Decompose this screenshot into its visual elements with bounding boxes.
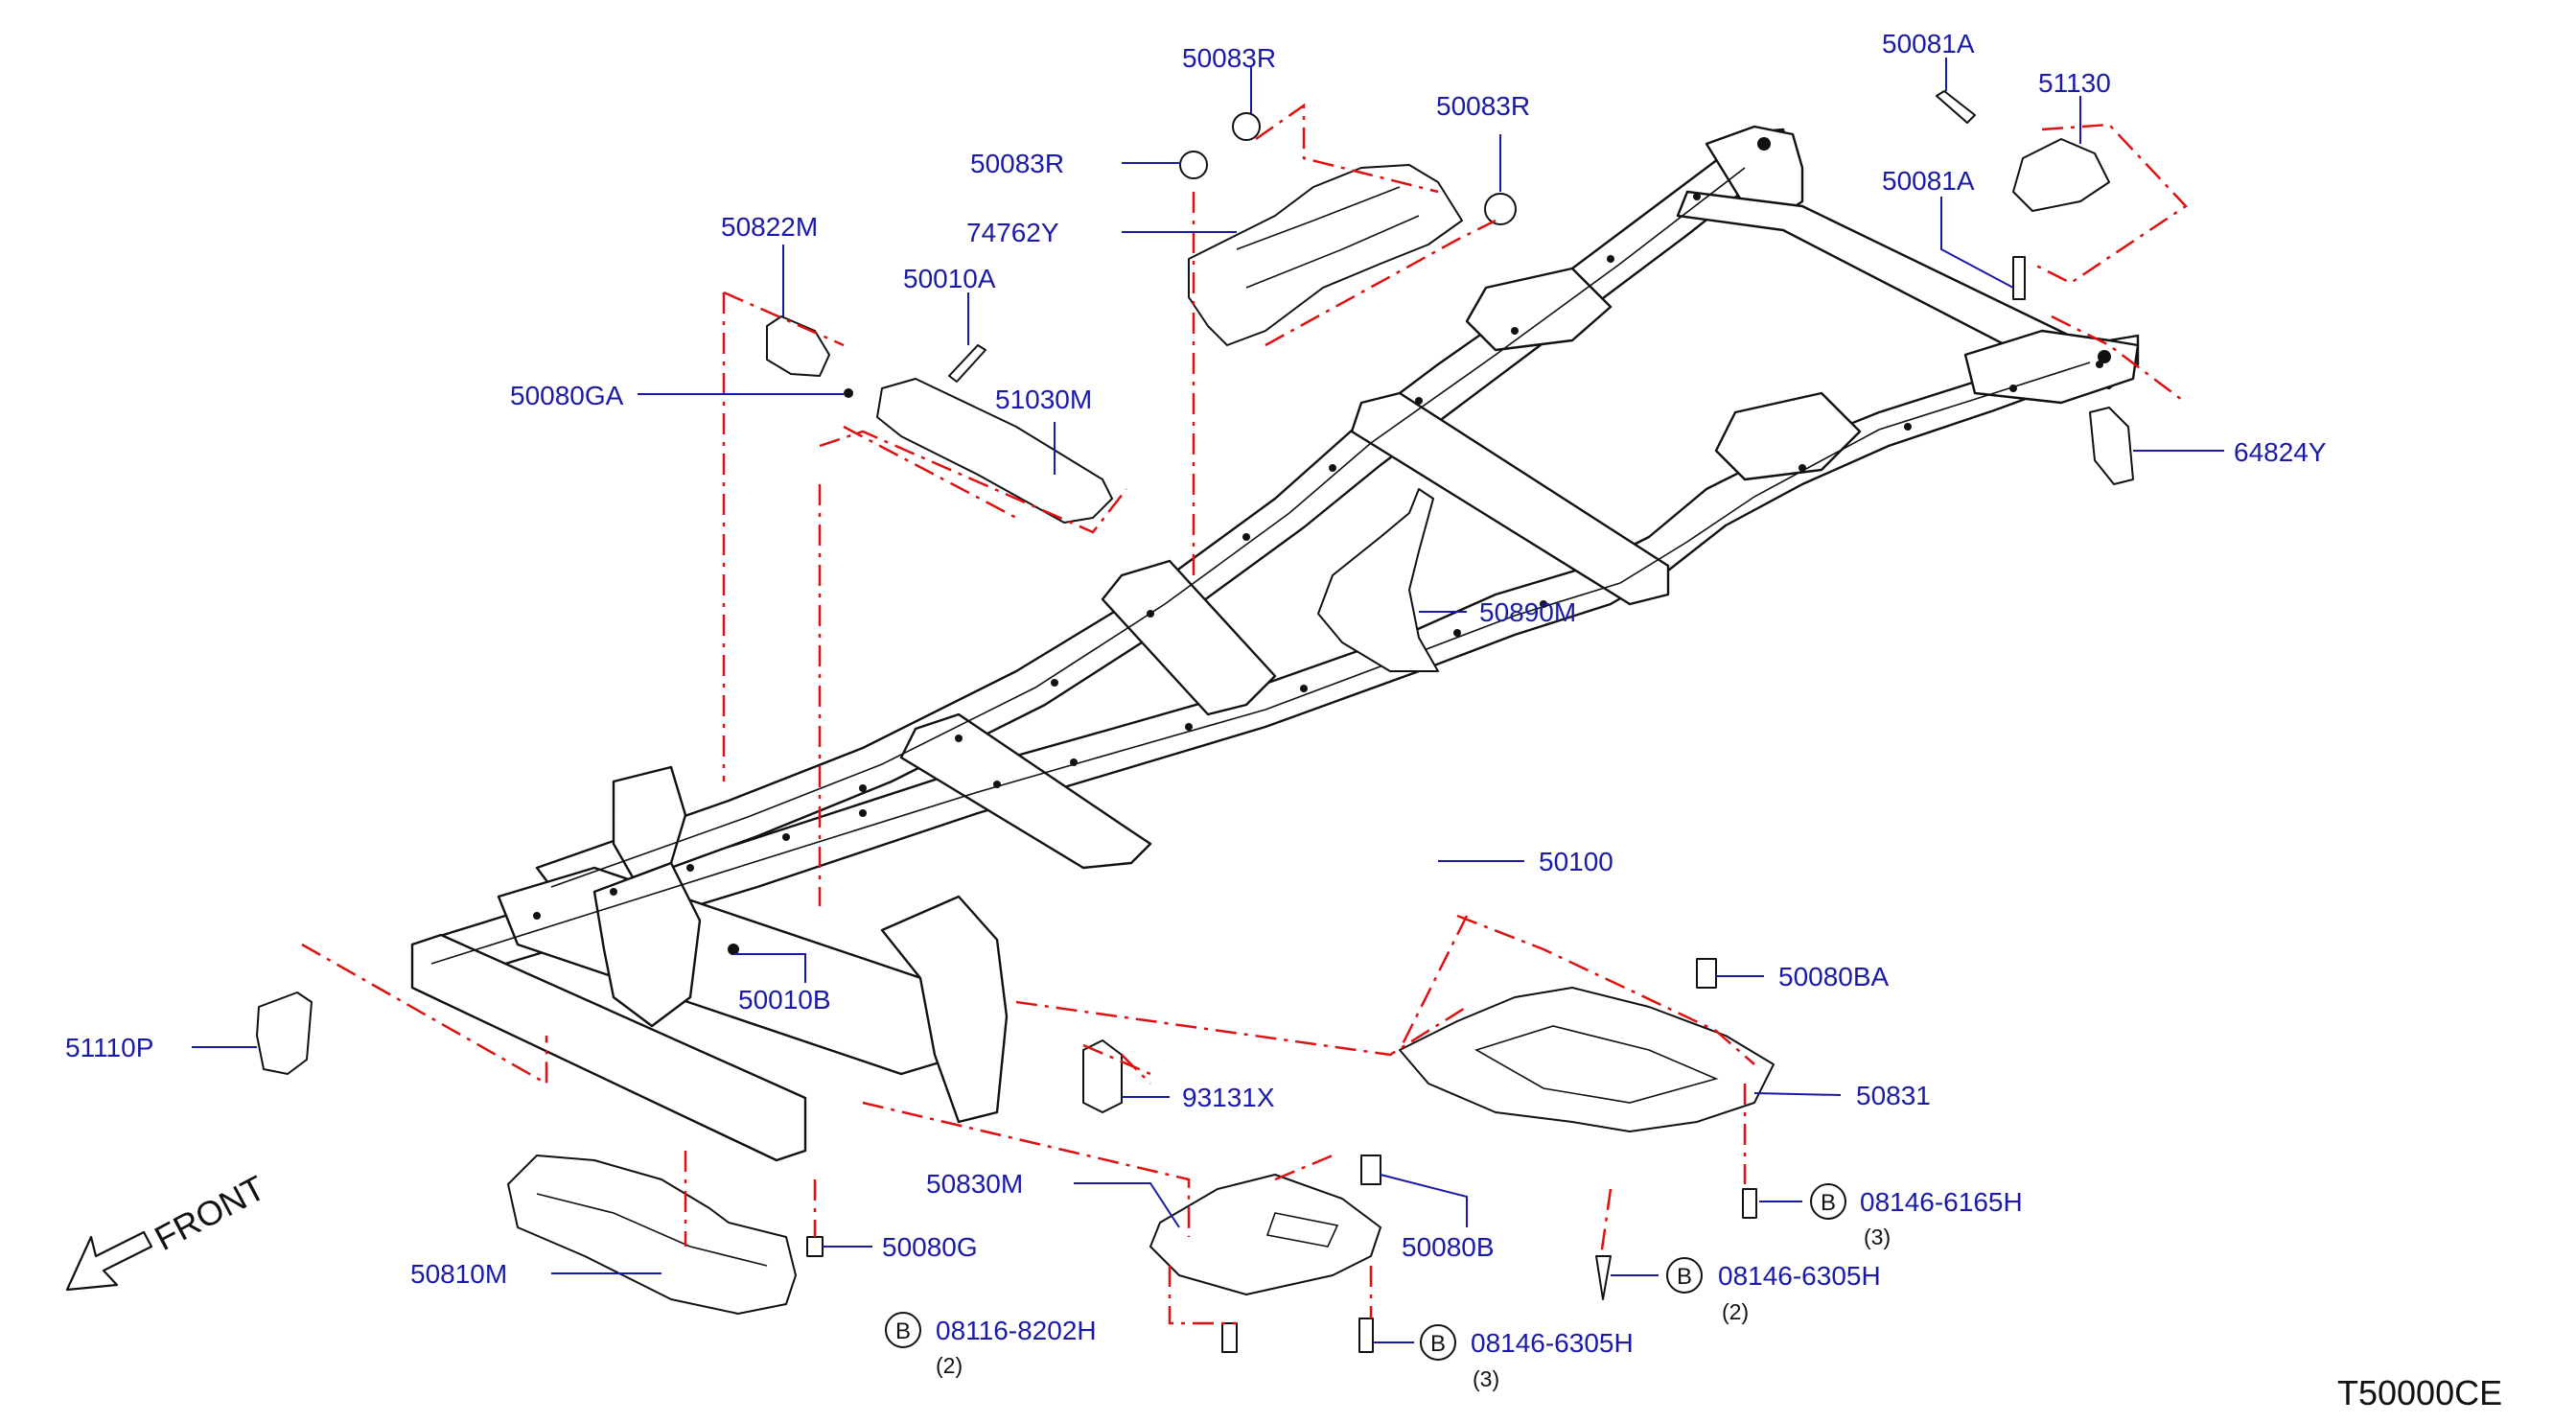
label-50830M: 50830M — [926, 1169, 1023, 1199]
b-marker-circle — [1810, 1183, 1846, 1220]
clip-50083R-left — [1179, 151, 1208, 179]
frame-front-left-mount — [612, 765, 687, 879]
bolt-50010A — [948, 344, 986, 383]
label-51110P: 51110P — [65, 1033, 153, 1062]
front-arrow-icon — [65, 1230, 153, 1292]
label-74762Y: 74762Y — [966, 218, 1059, 247]
bolt-50081A-top — [1936, 90, 1976, 124]
label-08146-6165H: 08146-6165H — [1860, 1187, 2023, 1217]
b-marker: B — [1821, 1190, 1836, 1216]
frame-front-right-tower — [880, 895, 1009, 1124]
diagram-code: T50000CE — [2337, 1373, 2502, 1412]
nut-50080GA — [844, 388, 853, 398]
bolt-08116-8202H — [1221, 1322, 1238, 1353]
label-08116-8202H: 08116-8202H — [936, 1316, 1097, 1345]
bolt-50080BA — [1696, 958, 1717, 989]
bolt-callout-2: B 08146-6305H (2) — [1666, 1257, 1881, 1324]
frame-front-beam — [410, 933, 807, 1162]
chassis-frame-50100 — [410, 125, 2140, 1162]
bolt-50081A-bottom — [2012, 256, 2026, 300]
label-50010A: 50010A — [903, 264, 996, 293]
clip-50083R-center — [1232, 112, 1261, 141]
label-50810M: 50810M — [410, 1259, 507, 1289]
bracket-64824Y — [2089, 407, 2134, 485]
qty-08146-6305H-a: (2) — [1722, 1299, 1749, 1324]
bolt-callout-3: B 08146-6305H (3) — [1420, 1324, 1634, 1391]
label-50081A-top: 50081A — [1882, 29, 1975, 58]
front-direction-indicator: FRONT — [65, 1168, 272, 1292]
b-marker: B — [1677, 1264, 1692, 1290]
skid-plate-50810M — [507, 1155, 797, 1315]
label-51130: 51130 — [2038, 68, 2111, 98]
label-50083R-top: 50083R — [1182, 43, 1276, 73]
assembly-guide-lines — [301, 103, 2188, 1325]
skid-plate-50831 — [1399, 987, 1775, 1132]
b-marker: B — [1430, 1331, 1446, 1357]
bolt-50080G — [806, 1236, 824, 1257]
bolt-50080B — [1360, 1155, 1381, 1185]
label-08146-6305H-b: 08146-6305H — [1471, 1328, 1634, 1358]
bracket-51130 — [2012, 138, 2110, 212]
bolt-callout-4: B 08116-8202H (2) — [885, 1312, 1097, 1378]
label-93131X: 93131X — [1182, 1083, 1275, 1112]
front-label: FRONT — [149, 1168, 272, 1258]
label-50822M: 50822M — [721, 212, 818, 242]
label-50080G: 50080G — [882, 1232, 978, 1262]
frame-right-rail — [535, 128, 1793, 908]
label-50080GA: 50080GA — [510, 381, 624, 410]
b-marker-circle — [885, 1312, 921, 1348]
label-50010B: 50010B — [738, 985, 831, 1015]
bracket-51030M — [876, 378, 1113, 524]
label-50890M: 50890M — [1479, 597, 1576, 627]
label-50083R-right: 50083R — [1436, 91, 1530, 121]
skid-plate-50830M — [1149, 1174, 1381, 1295]
frame-rear-end-crossmember — [1963, 329, 2140, 405]
bracket-51110P — [256, 991, 313, 1075]
frame-rear-spring-right — [1465, 267, 1613, 352]
frame-crossmember-2 — [1101, 559, 1277, 716]
label-50081A-bottom: 50081A — [1882, 166, 1975, 196]
qty-08146-6165H: (3) — [1864, 1225, 1891, 1249]
label-50831: 50831 — [1856, 1081, 1931, 1110]
frame-crossmember-3 — [1350, 391, 1670, 606]
frame-crossmember-1 — [899, 712, 1152, 870]
bolt-08146-6305H-b — [1358, 1318, 1374, 1353]
frame-front-left-tower — [592, 861, 702, 1028]
label-50083R-left: 50083R — [970, 149, 1064, 178]
clip-50083R-right — [1484, 193, 1517, 225]
bolt-callout-1: B 08146-6165H (3) — [1810, 1183, 2023, 1249]
shield-50890M — [1317, 488, 1439, 672]
label-50080BA: 50080BA — [1778, 962, 1890, 991]
bracket-93131X — [1082, 1039, 1123, 1113]
bolt-08146-6305H-a — [1595, 1255, 1612, 1300]
frame-rear-spring-left — [1714, 391, 1862, 481]
label-08146-6305H-a: 08146-6305H — [1718, 1261, 1881, 1291]
bolt-08146-6165H — [1742, 1188, 1757, 1219]
label-51030M: 51030M — [995, 385, 1092, 414]
label-64824Y: 64824Y — [2234, 437, 2327, 467]
part-number-labels: 50083R 50083R 50083R 74762Y 50822M 50010… — [65, 29, 2327, 1289]
label-50080B: 50080B — [1402, 1232, 1495, 1262]
qty-08116-8202H: (2) — [936, 1353, 963, 1378]
nut-50010B — [728, 944, 739, 955]
qty-08146-6305H-b: (3) — [1473, 1366, 1499, 1391]
b-marker-circle — [1666, 1257, 1703, 1294]
b-marker-circle — [1420, 1324, 1456, 1361]
label-leader-lines — [192, 58, 2224, 1343]
b-marker: B — [895, 1318, 911, 1344]
heat-shield-74762Y — [1188, 164, 1463, 346]
label-50100: 50100 — [1539, 847, 1613, 876]
